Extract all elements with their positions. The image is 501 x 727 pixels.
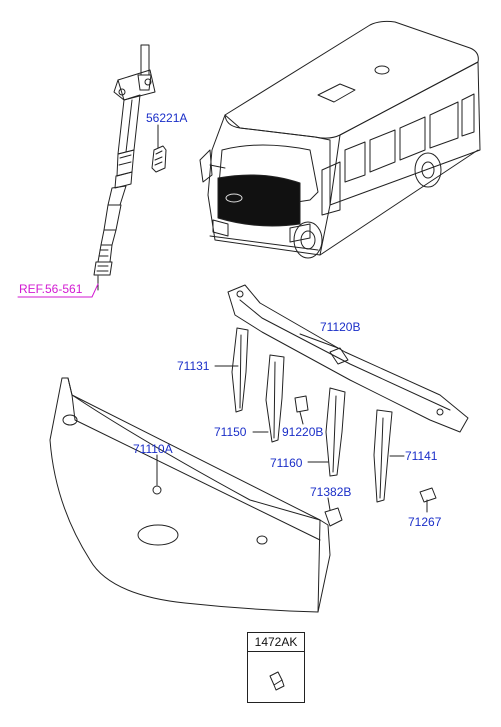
bus-illustration	[199, 20, 481, 259]
clip-71382B	[324, 507, 343, 527]
label-71120B: 71120B	[320, 320, 361, 334]
leader-lines	[97, 124, 428, 513]
ref-leader-line	[17, 283, 99, 298]
label-91220B: 91220B	[282, 425, 324, 439]
legend-code: 1472AK	[248, 633, 304, 652]
label-71150: 71150	[214, 425, 247, 439]
label-71141: 71141	[405, 449, 438, 463]
steering-column	[93, 44, 156, 276]
label-ref-56-561[interactable]: REF.56-561	[19, 282, 83, 296]
pillar-71160	[325, 387, 346, 477]
label-71267: 71267	[408, 515, 442, 529]
label-71160: 71160	[270, 456, 303, 470]
label-71110A: 71110A	[133, 442, 173, 456]
bracket-91220B	[294, 395, 309, 413]
clip-71267	[419, 487, 437, 503]
pillar-71150	[265, 354, 285, 443]
bracket-56221A	[151, 145, 167, 173]
label-56221A: 56221A	[146, 111, 188, 125]
cross-member-71120B	[227, 284, 469, 433]
label-71382B: 71382B	[310, 485, 352, 499]
front-panel-71110A	[49, 377, 331, 613]
label-71131: 71131	[177, 359, 210, 373]
pillar-71131	[231, 327, 249, 413]
legend-part-icon	[269, 671, 285, 691]
pillar-71141	[373, 409, 393, 503]
legend-box: 1472AK	[247, 632, 305, 703]
